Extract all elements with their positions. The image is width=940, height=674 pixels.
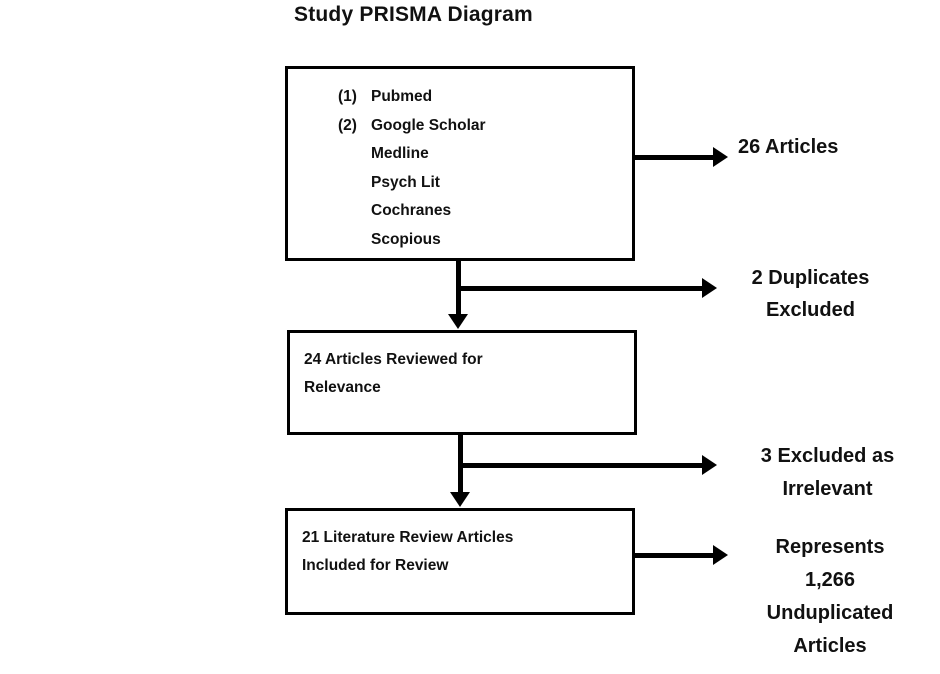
included-box: 21 Literature Review Articles Included f…	[285, 508, 635, 615]
annotation-line: Unduplicated	[766, 602, 894, 624]
annotation-line: Irrelevant	[782, 478, 873, 500]
arrow-line	[635, 155, 713, 160]
sources-box: (1) Pubmed (2) Google Scholar Medline Ps…	[285, 66, 635, 261]
source-item-number	[338, 169, 371, 198]
reviewed-box-text-line: Relevance	[304, 379, 381, 396]
arrowhead	[702, 455, 717, 475]
annotation-line: Represents	[775, 536, 885, 558]
arrowhead	[713, 147, 728, 167]
annotation-line: 2 Duplicates	[751, 267, 870, 289]
annotation-line: Articles	[793, 635, 867, 657]
source-item-number: (1)	[338, 88, 357, 105]
arrowhead	[450, 492, 470, 507]
included-box-text-line: Included for Review	[302, 557, 449, 574]
reviewed-box: 24 Articles Reviewed for Relevance	[287, 330, 637, 435]
source-item-label: Medline	[371, 145, 429, 162]
source-item-number	[338, 226, 371, 255]
arrowhead	[448, 314, 468, 329]
source-item-number	[338, 140, 371, 169]
arrowhead	[713, 545, 728, 565]
annotation-line: 1,266	[804, 569, 856, 591]
source-item: (2) Google Scholar	[338, 112, 622, 141]
annotation-line: Excluded	[766, 299, 855, 321]
source-item-number: (2)	[338, 116, 357, 134]
source-item-label: Pubmed	[371, 88, 433, 105]
arrow-line	[635, 553, 713, 558]
source-item-label: Google Scholar	[371, 116, 486, 134]
source-item: (1) Pubmed	[338, 83, 622, 112]
annotation-represents: Represents 1,266 Unduplicated Articles	[740, 531, 920, 663]
source-item: Medline	[338, 140, 622, 169]
reviewed-box-text-line: 24 Articles Reviewed for	[304, 351, 483, 368]
source-item-label: Cochranes	[371, 202, 452, 219]
arrowhead	[702, 278, 717, 298]
diagram-title: Study PRISMA Diagram	[294, 3, 533, 26]
source-item: Scopious	[338, 226, 622, 255]
source-item: Psych Lit	[338, 169, 622, 198]
annotation-excluded-irrelevant: 3 Excluded as Irrelevant	[735, 440, 920, 506]
source-item: Cochranes	[338, 197, 622, 226]
source-item-label: Psych Lit	[371, 173, 440, 191]
arrow-line	[458, 463, 702, 468]
annotation-26-articles: 26 Articles	[738, 136, 839, 158]
arrow-line	[456, 286, 702, 291]
source-item-number	[338, 197, 371, 226]
included-box-text-line: 21 Literature Review Articles	[302, 529, 514, 546]
annotation-duplicates-excluded: 2 Duplicates Excluded	[728, 262, 893, 326]
annotation-line: 3 Excluded as	[760, 445, 895, 467]
source-item-label: Scopious	[371, 230, 441, 248]
